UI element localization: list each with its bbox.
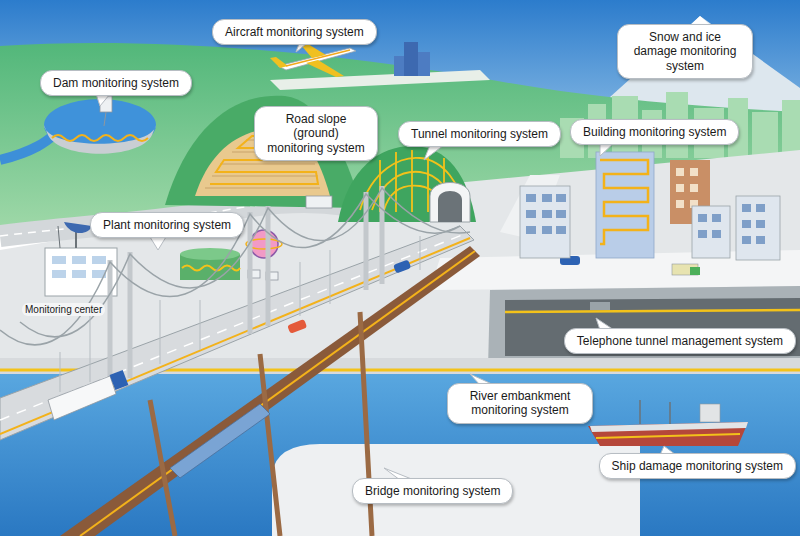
callout-text: Dam monitoring system	[53, 76, 179, 90]
telephone-tunnel	[590, 302, 610, 310]
tunnel-hill	[430, 183, 470, 223]
bridge	[20, 188, 470, 337]
callout-tails	[96, 41, 676, 480]
bridge	[150, 312, 372, 536]
callout-bubble: Road slope (ground) monitoring system	[254, 106, 378, 161]
buildings	[676, 168, 698, 208]
callout-text: Building monitoring system	[583, 125, 726, 139]
callout-text: Plant monitoring system	[103, 218, 231, 232]
road-slope-hill	[306, 196, 332, 208]
airport	[394, 56, 404, 76]
telephone-tunnel	[488, 286, 800, 368]
aircraft	[270, 44, 356, 77]
buildings	[520, 186, 570, 258]
buildings	[692, 206, 730, 258]
telephone-tunnel	[505, 298, 800, 356]
bridge	[60, 236, 420, 392]
bridge	[0, 233, 467, 420]
callout-bubble: Building monitoring system	[570, 119, 739, 145]
telephone-tunnel	[505, 310, 800, 312]
ship	[669, 402, 671, 424]
buildings	[698, 204, 765, 244]
tunnel-hill	[438, 191, 462, 222]
bridge	[110, 370, 129, 390]
airport	[404, 42, 418, 76]
plant	[250, 230, 278, 258]
callout-text: Road slope (ground) monitoring system	[267, 112, 365, 155]
ship	[639, 400, 641, 424]
ship	[596, 434, 740, 438]
airport	[418, 52, 430, 76]
airport	[270, 42, 490, 90]
dam	[104, 112, 106, 126]
dam	[0, 96, 156, 160]
aircraft	[306, 60, 344, 77]
callout-bubble: Ship damage monitoring system	[599, 453, 796, 479]
bridge	[287, 319, 307, 334]
callout-text: Telephone tunnel management system	[577, 334, 783, 348]
callout-bubble: Snow and ice damage monitoring system	[617, 24, 753, 79]
callout-bubble: Telephone tunnel management system	[564, 328, 796, 354]
buildings	[526, 194, 566, 234]
airport	[270, 70, 490, 90]
callout-text: Ship damage monitoring system	[612, 459, 783, 473]
callout-bubble: Bridge monitoring system	[352, 478, 513, 504]
pier	[272, 444, 640, 536]
callout-tails	[150, 237, 166, 250]
bridge	[0, 238, 470, 434]
dam	[52, 135, 148, 141]
callout-bubble: Aircraft monitoring system	[212, 19, 377, 45]
monitoring-center	[75, 232, 77, 248]
buildings	[596, 152, 654, 258]
callout-text: Bridge monitoring system	[365, 484, 500, 498]
city-skyline	[560, 92, 800, 158]
monitoring-center	[52, 256, 106, 278]
building-label: Monitoring center	[22, 303, 105, 316]
ship	[588, 422, 748, 446]
ship	[590, 422, 748, 432]
callout-text: River embankment monitoring system	[460, 389, 580, 418]
bridge	[48, 376, 116, 420]
buildings	[520, 152, 780, 260]
city-skyline	[782, 100, 800, 158]
monitoring-center	[64, 222, 92, 233]
dam	[44, 125, 156, 154]
callout-bubble: Dam monitoring system	[40, 70, 192, 96]
city-skyline	[752, 112, 778, 158]
callout-bubble: Tunnel monitoring system	[398, 121, 561, 147]
callout-text: Tunnel monitoring system	[411, 127, 548, 141]
monitoring-center	[58, 226, 60, 248]
aircraft	[270, 57, 288, 68]
callout-tails	[424, 145, 444, 160]
bridge	[170, 404, 270, 478]
telephone-tunnel	[488, 286, 800, 368]
callout-text: Snow and ice damage monitoring system	[630, 30, 740, 73]
ship	[588, 400, 748, 446]
callout-bubble: Plant monitoring system	[90, 212, 244, 238]
pier	[272, 444, 640, 536]
city-road	[690, 267, 700, 275]
callout-text: Aircraft monitoring system	[225, 25, 364, 39]
buildings	[600, 160, 648, 244]
bridge	[393, 259, 411, 273]
callout-bubble: River embankment monitoring system	[447, 383, 593, 424]
ship	[700, 404, 720, 422]
